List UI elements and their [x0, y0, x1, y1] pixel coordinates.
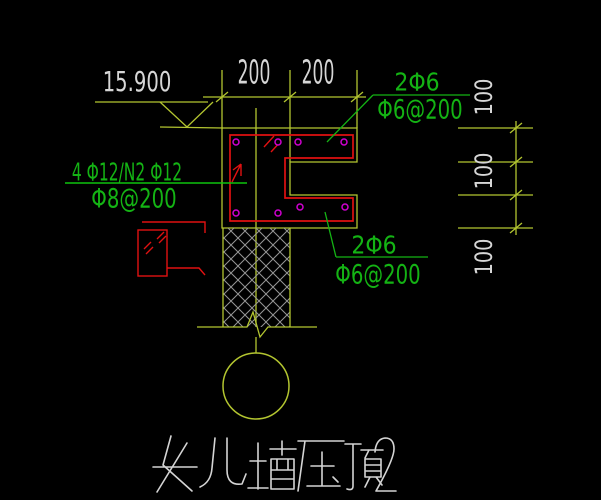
dim-100-bottom: 100: [470, 238, 498, 276]
dim-100-top: 100: [470, 78, 498, 116]
label-left-line1: 4 Φ12/N2 Φ12: [71, 157, 183, 187]
right-dimension-lines: [458, 121, 533, 235]
break-line: [197, 309, 317, 339]
dim-200-left: 200: [237, 52, 271, 92]
drawing-title: 女儿墙压顶2: [0, 0, 1, 1]
detail-circle: [222, 352, 290, 420]
dim-200-right: 200: [301, 52, 335, 92]
label-top-right-line1: 2Φ6: [394, 67, 440, 97]
stirrup-tie: [229, 134, 354, 222]
label-top-right-line2: Φ6@200: [377, 94, 463, 126]
stirrup-bending-detail: [137, 221, 206, 277]
elevation-level-symbol: [95, 101, 224, 129]
label-left-line2: Φ8@200: [91, 183, 177, 215]
leader-lines: [65, 94, 470, 258]
dim-100-middle: 100: [470, 152, 498, 190]
label-bottom-right-line1: 2Φ6: [351, 230, 397, 260]
top-dimension-lines: [203, 70, 366, 162]
rebar-dots: [232, 138, 349, 217]
wall-hatched-section: [222, 228, 291, 327]
title-strokes: [152, 435, 397, 493]
label-bottom-right-line2: Φ6@200: [335, 259, 421, 291]
elevation-text: 15.900: [102, 65, 172, 98]
